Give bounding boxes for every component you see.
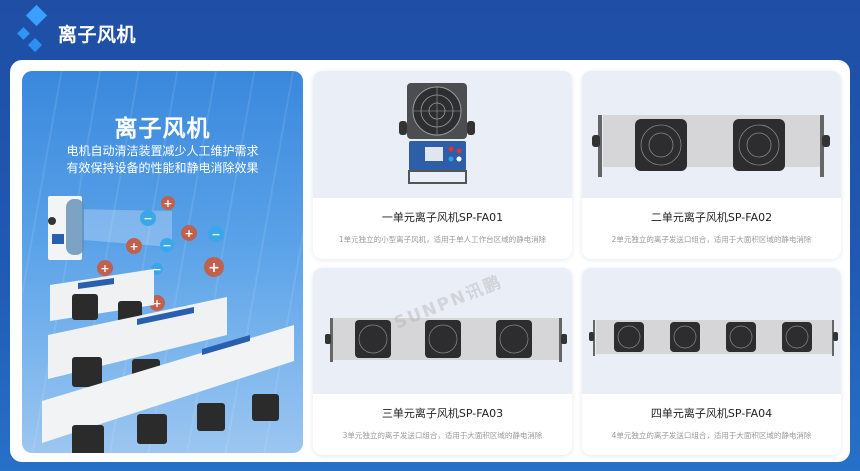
svg-text:+: +	[163, 197, 172, 210]
product-card-sp-fa01[interactable]: 一单元离子风机SP-FA01 1单元独立的小型离子风机，适用于单人工作台区域的静…	[313, 71, 572, 259]
product-image	[582, 268, 841, 394]
page-header: 离子风机	[0, 0, 860, 60]
svg-text:+: +	[184, 227, 193, 240]
svg-text:−: −	[152, 263, 161, 276]
svg-text:+: +	[208, 260, 220, 276]
diamond-logo-icon	[14, 2, 54, 54]
product-card-sp-fa04[interactable]: 四单元离子风机SP-FA04 4单元独立的离子发送口组合，适用于大面积区域的静电…	[582, 268, 841, 455]
product-description: 3单元独立的离子发送口组合，适用于大面积区域的静电消除	[342, 431, 543, 440]
content-panel: 离子风机 电机自动清洁装置减少人工维护需求 有效保持设备的性能和静电消除效果	[10, 60, 850, 462]
product-name[interactable]: 一单元离子风机SP-FA01	[381, 211, 504, 224]
product-name[interactable]: 二单元离子风机SP-FA02	[650, 211, 773, 224]
product-image	[582, 71, 841, 198]
hero-subtitle: 电机自动清洁装置减少人工维护需求 有效保持设备的性能和静电消除效果	[22, 143, 303, 177]
four-unit-bar-image	[42, 325, 294, 453]
product-name[interactable]: 三单元离子风机SP-FA03	[381, 407, 504, 420]
product-card-sp-fa02[interactable]: 二单元离子风机SP-FA02 2单元独立的离子发送口组合，适用于大面积区域的静电…	[582, 71, 841, 259]
two-fan-ionizer-icon	[592, 115, 830, 177]
product-description: 4单元独立的离子发送口组合，适用于大面积区域的静电消除	[611, 431, 812, 440]
hero-subtitle-line-1: 电机自动清洁装置减少人工维护需求	[66, 144, 259, 158]
svg-text:−: −	[211, 228, 220, 241]
four-fan-ionizer-icon	[589, 320, 838, 356]
ion-fan-product-illustration: +++ +++ −−− −−	[42, 196, 294, 453]
page-title: 离子风机	[58, 24, 137, 46]
svg-text:−: −	[162, 239, 171, 252]
standing-fan-image	[48, 196, 84, 260]
svg-text:+: +	[129, 240, 138, 253]
single-fan-ionizer-icon	[399, 83, 475, 184]
product-image	[313, 268, 572, 394]
hero-title: 离子风机	[114, 116, 211, 142]
svg-text:+: +	[152, 297, 161, 310]
svg-text:+: +	[100, 262, 109, 275]
product-description: 2单元独立的离子发送口组合，适用于大面积区域的静电消除	[611, 235, 812, 244]
product-image	[313, 71, 572, 198]
three-fan-ionizer-icon	[325, 318, 567, 362]
svg-text:−: −	[143, 212, 152, 225]
hero-subtitle-line-2: 有效保持设备的性能和静电消除效果	[66, 161, 259, 175]
product-card-sp-fa03[interactable]: 三单元离子风机SP-FA03 3单元独立的离子发送口组合，适用于大面积区域的静电…	[313, 268, 572, 455]
product-name[interactable]: 四单元离子风机SP-FA04	[650, 407, 773, 420]
product-description: 1单元独立的小型离子风机，适用于单人工作台区域的静电消除	[338, 235, 547, 244]
hero-banner[interactable]: 离子风机 电机自动清洁装置减少人工维护需求 有效保持设备的性能和静电消除效果	[22, 71, 303, 453]
